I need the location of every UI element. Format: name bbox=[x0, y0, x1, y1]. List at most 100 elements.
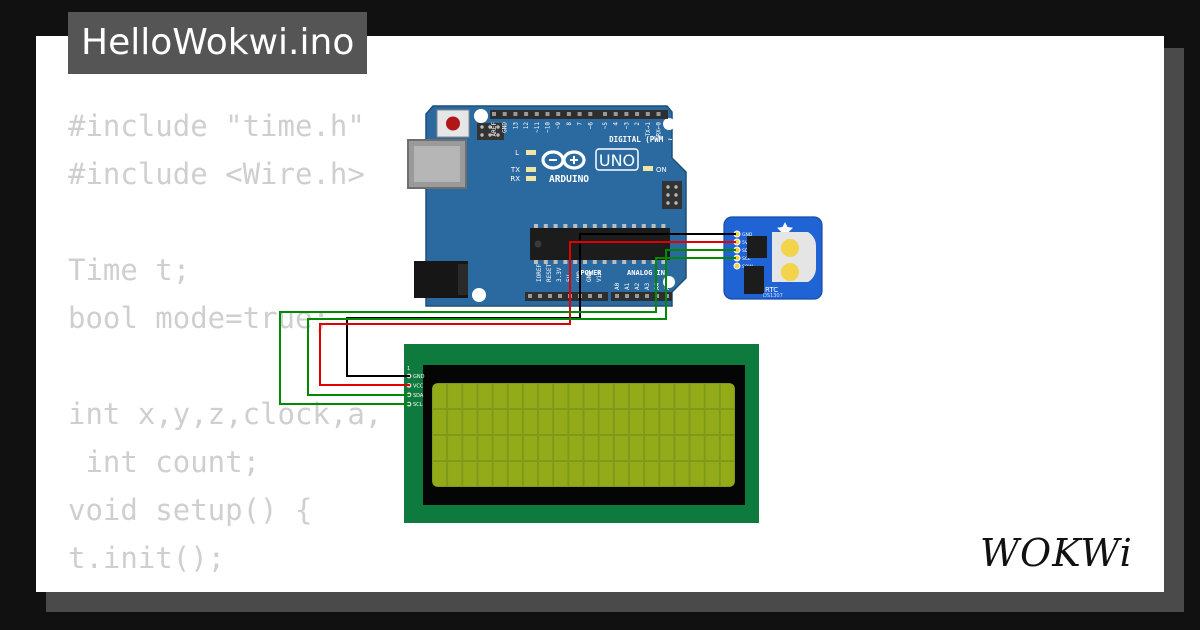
power-pin-label: Vin bbox=[596, 271, 603, 282]
chip-leg bbox=[622, 260, 627, 264]
lcd-pin1-label: 1 bbox=[407, 366, 410, 372]
header-pin bbox=[603, 112, 607, 116]
project-title-tab: HelloWokwi.ino bbox=[68, 12, 368, 74]
power-header bbox=[525, 292, 608, 301]
led-on-icon bbox=[643, 166, 653, 171]
analog-pin-label: A4 bbox=[654, 282, 661, 290]
rtc-chip-label: DS1307 bbox=[763, 293, 783, 299]
header-pin bbox=[635, 294, 639, 298]
power-pin-label: 3.3V bbox=[556, 267, 563, 282]
chip-leg bbox=[573, 260, 578, 264]
led-l-icon bbox=[526, 150, 536, 155]
led-rx-icon bbox=[526, 176, 536, 181]
led-on-label: ON bbox=[656, 166, 667, 174]
chip-leg bbox=[543, 224, 548, 228]
analog-header bbox=[611, 292, 672, 301]
digital-pin-label: ~9 bbox=[555, 122, 562, 130]
header-pin bbox=[613, 112, 618, 116]
power-pin-label: GND bbox=[586, 271, 593, 282]
chip-leg bbox=[563, 224, 568, 228]
chip-leg bbox=[641, 260, 646, 264]
board-model: UNO bbox=[599, 151, 635, 170]
chip-leg bbox=[612, 224, 617, 228]
digital-pin-label: ~5 bbox=[602, 122, 609, 130]
rtc-pin-label: 5V bbox=[742, 240, 749, 246]
rtc-ds1307-module[interactable]: GND5VSDASCLSQW RTC DS1307 bbox=[723, 216, 823, 300]
chip-leg bbox=[661, 260, 666, 264]
chip-leg bbox=[632, 260, 636, 264]
wire-sda[interactable] bbox=[307, 249, 736, 396]
digital-label: DIGITAL (PWM ~) bbox=[609, 135, 677, 144]
mounting-hole bbox=[472, 288, 486, 302]
crystal bbox=[744, 266, 764, 294]
header-pin bbox=[534, 112, 539, 116]
header-pin bbox=[645, 294, 649, 298]
reset-button-cap bbox=[446, 116, 460, 131]
digital-pin-label: 2 bbox=[634, 122, 641, 126]
header-pin bbox=[588, 112, 593, 116]
header-pin bbox=[624, 112, 629, 116]
header-pin bbox=[625, 294, 629, 298]
digital-pin-label: 13 bbox=[512, 122, 519, 130]
chip-leg bbox=[563, 260, 568, 264]
analog-pin-label: A1 bbox=[624, 282, 631, 290]
digital-pin-label: ~6 bbox=[587, 122, 594, 130]
battery-contact bbox=[781, 239, 799, 257]
analog-pin-label: A3 bbox=[644, 282, 651, 290]
chip-leg bbox=[622, 224, 627, 228]
digital-pin-label: GND bbox=[502, 122, 509, 133]
chip-leg bbox=[583, 224, 587, 228]
header-pin bbox=[635, 112, 640, 116]
analog-label: ANALOG IN bbox=[627, 269, 665, 277]
header-pin bbox=[558, 294, 562, 298]
chip-leg bbox=[651, 260, 656, 264]
chip-leg bbox=[592, 260, 597, 264]
header-pin bbox=[492, 112, 496, 116]
power-pin-label: IOREF bbox=[536, 264, 543, 282]
chip-leg bbox=[553, 260, 558, 264]
lcd-character-grid bbox=[432, 383, 735, 487]
header-pin bbox=[502, 112, 507, 116]
header-pin bbox=[656, 112, 661, 116]
digital-pin-label: 7 bbox=[577, 122, 584, 126]
project-filename: HelloWokwi.ino bbox=[81, 22, 355, 63]
header-pin bbox=[528, 294, 532, 298]
chip-leg bbox=[583, 260, 587, 264]
header-pin bbox=[615, 294, 619, 298]
wokwi-logo-text: WOKWi bbox=[980, 531, 1133, 575]
code-line: int count; bbox=[68, 445, 261, 479]
analog-pin-label: A0 bbox=[614, 282, 621, 290]
icsp-header-right bbox=[662, 181, 682, 209]
digital-pin-label: RX←0 bbox=[656, 122, 663, 137]
header-pin bbox=[556, 112, 561, 116]
uno-badge bbox=[595, 148, 639, 171]
wire-scl[interactable] bbox=[279, 257, 736, 405]
lcd-pin-label: VCC bbox=[413, 383, 424, 389]
chip-leg bbox=[573, 224, 578, 228]
digital-pin-label: AREF bbox=[491, 122, 498, 137]
wire-vcc[interactable] bbox=[319, 241, 736, 386]
code-line: #include "time.h" bbox=[68, 109, 365, 143]
digital-pin-label: ~3 bbox=[623, 122, 630, 130]
led-rx-label: RX bbox=[510, 175, 520, 183]
rtc-pin-label: SCL bbox=[742, 256, 751, 262]
header-pin bbox=[566, 112, 571, 116]
code-line: Time t; bbox=[68, 253, 191, 287]
header-pin bbox=[598, 294, 602, 298]
rtc-pin[interactable] bbox=[733, 262, 741, 270]
code-preview: #include "time.h"#include <Wire.h>Time t… bbox=[68, 102, 400, 592]
arduino-infinity-logo bbox=[541, 150, 586, 170]
lcd-pin-label: GND bbox=[413, 374, 425, 380]
chip-leg bbox=[543, 260, 548, 264]
rtc-chip bbox=[747, 236, 767, 258]
code-line: int x,y,z,clock,a, bbox=[68, 397, 383, 431]
wires bbox=[279, 233, 736, 405]
chip-notch bbox=[534, 240, 542, 248]
rtc-pin-label: GND bbox=[742, 232, 753, 238]
power-label: POWER bbox=[580, 269, 602, 277]
digital-pin-label: TX→1 bbox=[645, 122, 652, 137]
digital-pin-label: 12 bbox=[523, 122, 530, 130]
